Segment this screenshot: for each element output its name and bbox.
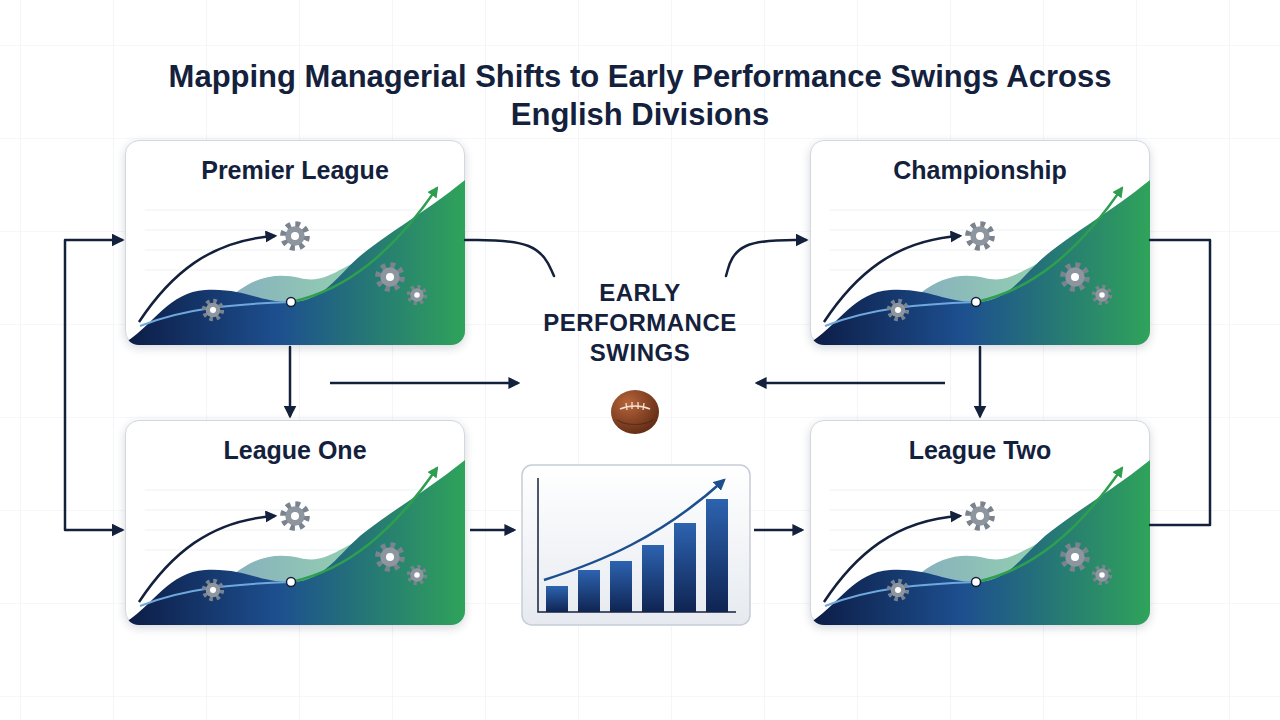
division-card: League One: [125, 420, 465, 625]
hub-label: EARLY PERFORMANCE SWINGS: [530, 278, 750, 372]
flow-connector: [65, 240, 122, 530]
chart-bar: [578, 570, 600, 612]
flow-connector: [726, 240, 806, 276]
ball-body: [611, 390, 659, 434]
flow-arrow: [470, 529, 514, 532]
chart-bar: [674, 523, 696, 612]
chart-bar: [642, 545, 664, 612]
division-card: League Two: [810, 420, 1150, 625]
flow-connector: [465, 240, 554, 276]
chart-bar: [706, 499, 728, 612]
division-name: Championship: [811, 141, 1149, 185]
card-illustration: [125, 180, 465, 345]
flow-connector: [1150, 240, 1210, 525]
division-name: League Two: [811, 421, 1149, 465]
division-card: Championship: [810, 140, 1150, 345]
chart-bar: [610, 561, 632, 612]
flow-arrow: [754, 529, 802, 532]
ball-icon: [611, 390, 659, 434]
division-name: League One: [126, 421, 464, 465]
card-illustration: [810, 180, 1150, 345]
chart-axis: [538, 478, 736, 612]
ball-seam: [617, 420, 653, 425]
chart-frame: [522, 465, 750, 625]
flow-connector: [289, 347, 292, 416]
division-card: Premier League: [125, 140, 465, 345]
card-illustration: [125, 460, 465, 625]
flow-arrow: [757, 382, 945, 385]
card-illustration: [810, 460, 1150, 625]
ball-seam: [620, 406, 650, 409]
chart-bar: [546, 586, 568, 612]
division-name: Premier League: [126, 141, 464, 185]
ball-stitch: [626, 402, 644, 410]
bar-chart-panel: [522, 465, 750, 625]
trend-arrow: [544, 480, 724, 580]
flow-connector: [979, 347, 982, 416]
hub-text: EARLY PERFORMANCE SWINGS: [530, 278, 750, 368]
diagram-title: Mapping Managerial Shifts to Early Perfo…: [120, 58, 1160, 134]
flow-arrow: [330, 382, 518, 385]
